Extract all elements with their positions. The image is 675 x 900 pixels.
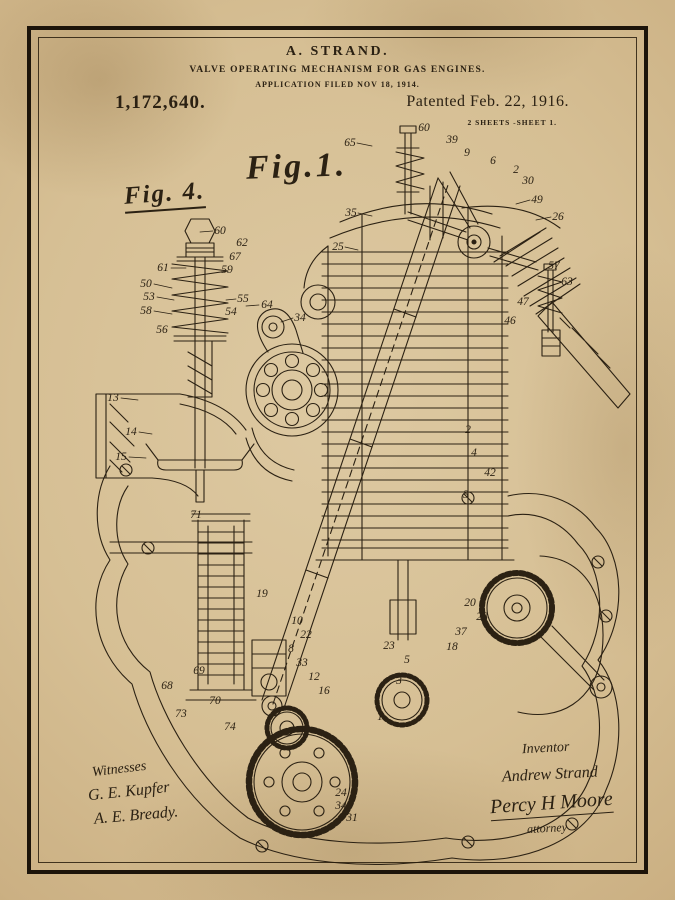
leader-lines [120,142,552,459]
fig1-label: Fig.1. [245,146,348,187]
gear-train [245,570,613,839]
application-line: APPLICATION FILED NOV 18, 1914. [255,80,420,89]
patent-number: 1,172,640. [115,92,206,113]
crankcase [95,463,620,865]
rocker-mechanism [395,125,631,409]
patent-title: VALVE OPERATING MECHANISM FOR GAS ENGINE… [189,65,486,75]
patent-date: Patented Feb. 22, 1916. [406,93,569,110]
sheet-count: 2 SHEETS -SHEET 1. [467,118,557,127]
finned-cylinder [300,203,515,641]
attorney-title: attorney [526,819,568,837]
pushrod-guide-column [185,513,287,701]
fig4-label: Fig. 4. [123,177,207,214]
inventor-name-heading: A. STRAND. [285,44,390,59]
pushrod-tube [261,171,479,717]
fig4-valve-assembly [95,218,255,503]
inventor-heading: Inventor [521,739,570,758]
ball-bearing [245,308,339,482]
